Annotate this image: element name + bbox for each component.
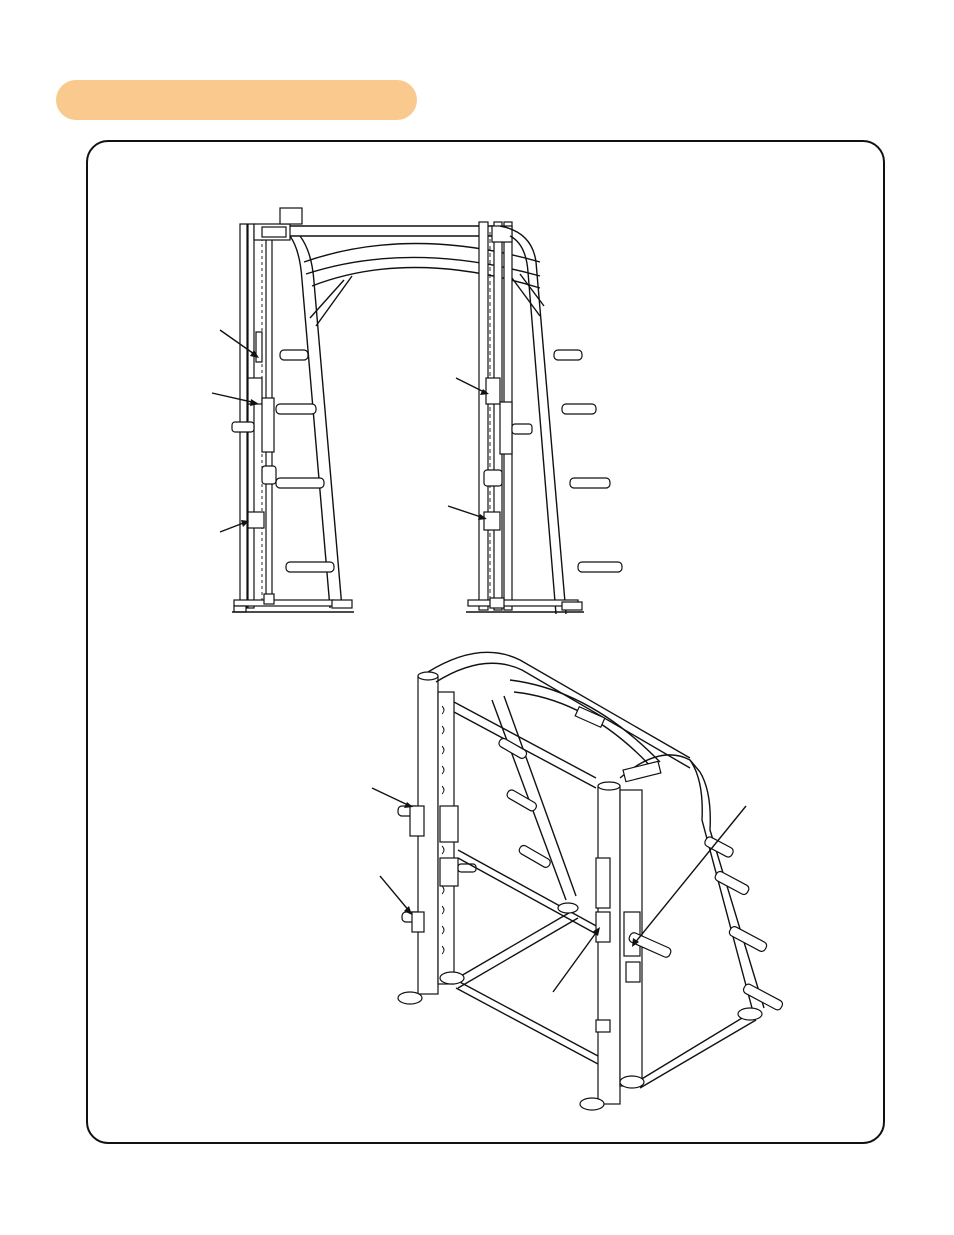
section-header-pill bbox=[56, 80, 417, 120]
illustration-frame bbox=[86, 140, 885, 1144]
upper-right-side-view bbox=[447, 221, 623, 615]
upper-left-side-view bbox=[211, 207, 541, 613]
lower-isometric-view bbox=[371, 651, 784, 1111]
